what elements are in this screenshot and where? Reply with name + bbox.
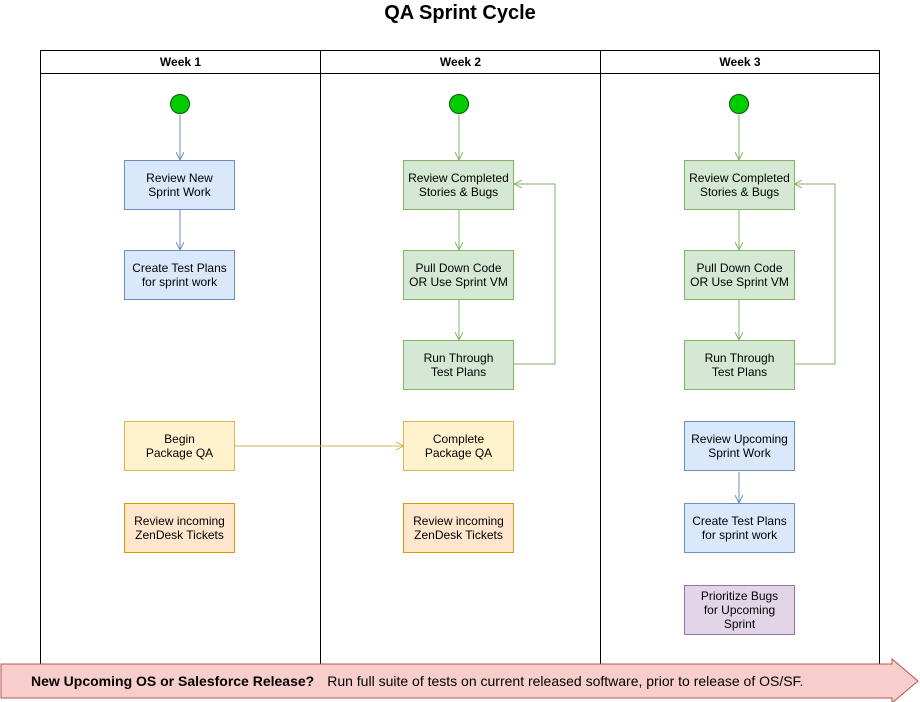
release-banner-question: New Upcoming OS or Salesforce Release?	[31, 673, 315, 689]
node-run-test-plans-w2: Run Through Test Plans	[403, 340, 514, 390]
edge-run-loop-w3	[794, 184, 836, 365]
node-pull-code-w2: Pull Down Code OR Use Sprint VM	[403, 250, 514, 300]
lane-header-week-3: Week 3	[601, 51, 879, 74]
start-node-week-2	[449, 94, 469, 114]
release-banner: New Upcoming OS or Salesforce Release? R…	[0, 664, 900, 698]
node-review-upcoming-sprint-work: Review Upcoming Sprint Work	[684, 421, 795, 471]
node-run-test-plans-w3: Run Through Test Plans	[684, 340, 795, 390]
release-banner-text: Run full suite of tests on current relea…	[327, 673, 804, 689]
node-begin-package-qa: Begin Package QA	[124, 421, 235, 471]
node-zendesk-w1: Review incoming ZenDesk Tickets	[124, 503, 235, 553]
node-prioritize-bugs: Prioritize Bugs for Upcoming Sprint	[684, 585, 795, 635]
node-pull-code-w3: Pull Down Code OR Use Sprint VM	[684, 250, 795, 300]
node-complete-package-qa: Complete Package QA	[403, 421, 514, 471]
start-node-week-1	[170, 94, 190, 114]
node-create-test-plans-w3: Create Test Plans for sprint work	[684, 503, 795, 553]
lane-header-week-1: Week 1	[41, 51, 320, 74]
node-review-new-sprint-work: Review New Sprint Work	[124, 160, 235, 210]
diagram-title: QA Sprint Cycle	[384, 2, 536, 24]
node-review-completed-w3: Review Completed Stories & Bugs	[684, 160, 795, 210]
node-review-completed-w2: Review Completed Stories & Bugs	[403, 160, 514, 210]
lane-header-week-2: Week 2	[321, 51, 600, 74]
start-node-week-3	[729, 94, 749, 114]
node-zendesk-w2: Review incoming ZenDesk Tickets	[403, 503, 514, 553]
release-banner-arrow	[0, 657, 919, 702]
edge-run-loop-w2	[514, 184, 556, 365]
node-create-test-plans-w1: Create Test Plans for sprint work	[124, 250, 235, 300]
